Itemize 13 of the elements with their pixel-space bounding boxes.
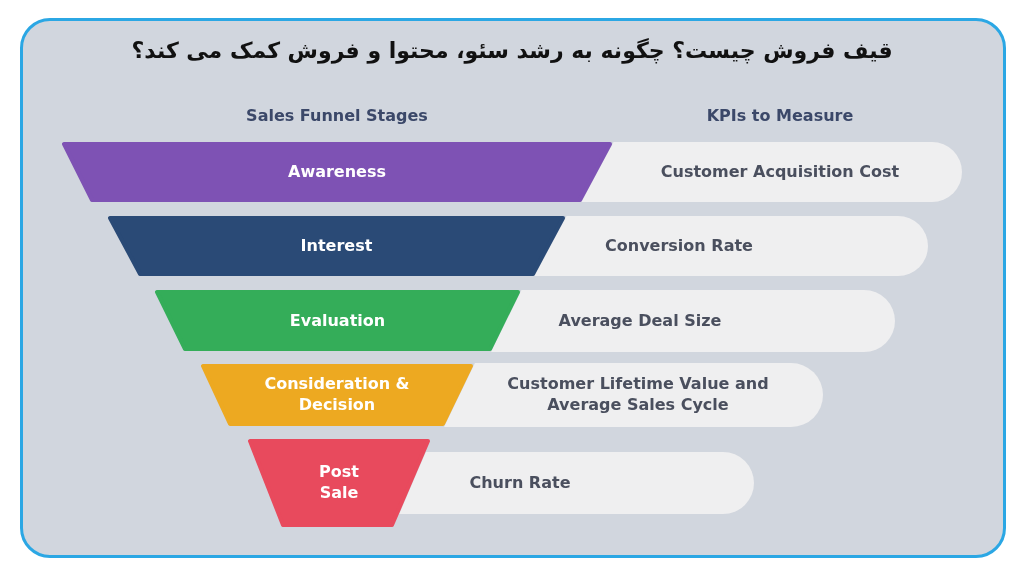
kpi-label: Conversion Rate	[605, 235, 753, 257]
kpi-label: Average Deal Size	[558, 310, 722, 332]
column-heading: Sales Funnel Stages	[246, 105, 428, 125]
stage-label: Awareness	[288, 161, 386, 183]
stage-label: Consideration & Decision	[263, 374, 411, 416]
kpi-label: Customer Lifetime Value and Average Sales Cycle	[506, 374, 770, 416]
column-heading: KPIs to Measure	[706, 105, 854, 125]
stage-label: Evaluation	[289, 310, 386, 331]
kpi-label: Churn Rate	[469, 472, 571, 494]
stage-label: Post Sale	[318, 462, 360, 504]
kpi-label: Customer Acquisition Cost	[660, 161, 900, 183]
stage-label: Interest	[300, 235, 373, 257]
title: قیف فروش چیست؟ چگونه به رشد سئو، محتوا و فروش کمک می کند؟	[131, 38, 893, 63]
